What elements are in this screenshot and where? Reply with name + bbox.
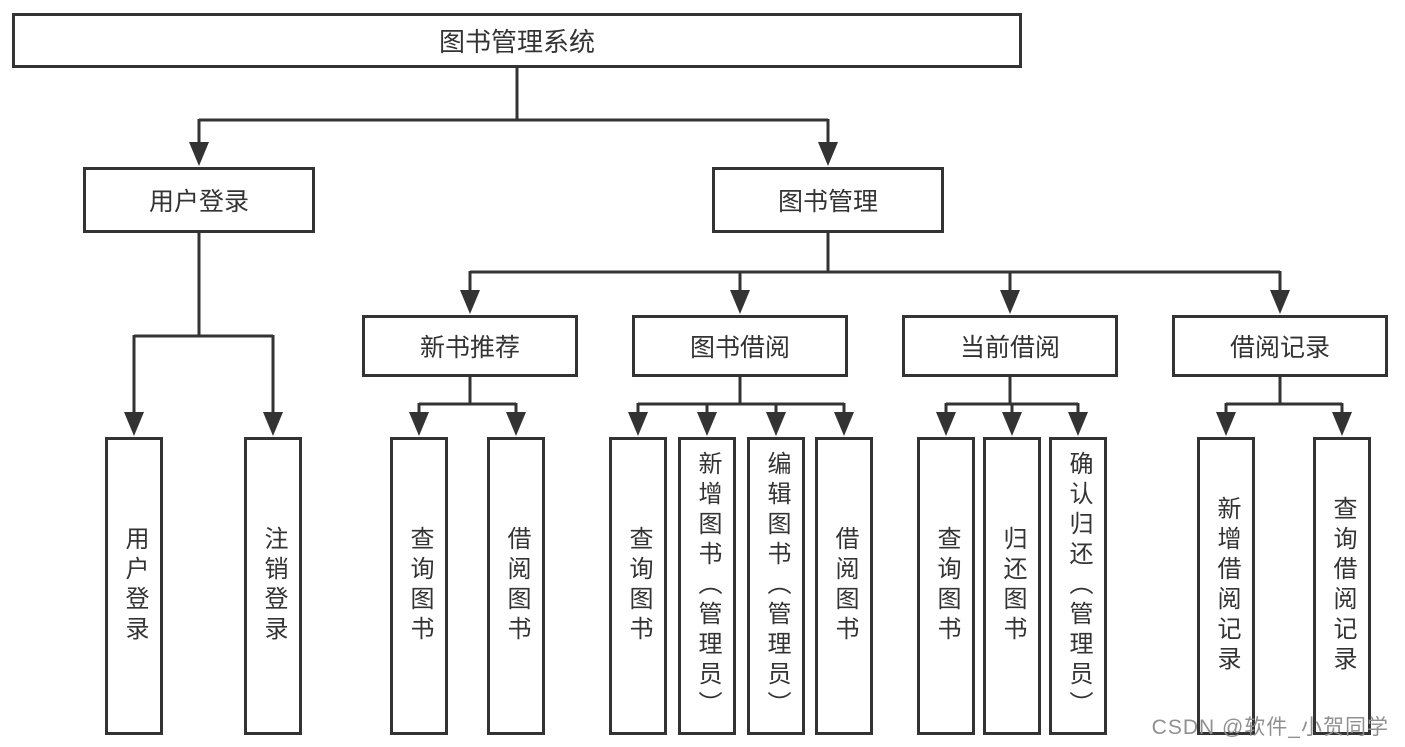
leaf-borrow-books-recommend: 借阅图书 bbox=[487, 437, 545, 735]
leaf-edit-books-admin-label: 编辑图书（管理员） bbox=[763, 451, 790, 721]
leaf-borrow-books-recommend-label: 借阅图书 bbox=[503, 526, 530, 646]
leaf-borrow-books: 借阅图书 bbox=[815, 437, 873, 735]
leaf-borrow-books-label: 借阅图书 bbox=[831, 526, 858, 646]
csdn-watermark: CSDN @软件_小贺同学 bbox=[1151, 716, 1389, 739]
leaf-user-login-label: 用户登录 bbox=[121, 526, 148, 646]
leaf-logout: 注销登录 bbox=[244, 437, 302, 735]
node-book-borrow-label: 图书借阅 bbox=[689, 334, 790, 362]
node-borrow-records-label: 借阅记录 bbox=[1229, 334, 1330, 362]
node-library-system: 图书管理系统 bbox=[12, 13, 1022, 68]
node-book-management: 图书管理 bbox=[712, 167, 944, 233]
node-new-book-recommend-label: 新书推荐 bbox=[419, 334, 520, 362]
leaf-query-books-borrow-label: 查询图书 bbox=[625, 526, 652, 646]
leaf-logout-label: 注销登录 bbox=[260, 526, 287, 646]
leaf-query-books-current-label: 查询图书 bbox=[933, 526, 960, 646]
leaf-add-books-admin-label: 新增图书（管理员） bbox=[694, 451, 721, 721]
leaf-query-borrow-record-label: 查询借阅记录 bbox=[1329, 496, 1356, 676]
node-user-login-label: 用户登录 bbox=[148, 188, 249, 216]
leaf-confirm-return-admin-label: 确认归还（管理员） bbox=[1065, 451, 1092, 721]
node-library-system-label: 图书管理系统 bbox=[438, 27, 595, 57]
leaf-add-borrow-record-label: 新增借阅记录 bbox=[1213, 496, 1240, 676]
leaf-query-books-recommend-label: 查询图书 bbox=[406, 526, 433, 646]
leaf-query-books-recommend: 查询图书 bbox=[390, 437, 448, 735]
leaf-return-books: 归还图书 bbox=[983, 437, 1041, 735]
leaf-query-books-current: 查询图书 bbox=[917, 437, 975, 735]
node-book-borrow: 图书借阅 bbox=[632, 315, 848, 377]
leaf-edit-books-admin: 编辑图书（管理员） bbox=[747, 437, 805, 735]
leaf-query-borrow-record: 查询借阅记录 bbox=[1313, 437, 1371, 735]
leaf-add-borrow-record: 新增借阅记录 bbox=[1197, 437, 1255, 735]
node-current-borrow-label: 当前借阅 bbox=[959, 334, 1060, 362]
node-book-management-label: 图书管理 bbox=[777, 188, 878, 216]
leaf-confirm-return-admin: 确认归还（管理员） bbox=[1049, 437, 1107, 735]
leaf-query-books-borrow: 查询图书 bbox=[609, 437, 667, 735]
node-borrow-records: 借阅记录 bbox=[1172, 315, 1388, 377]
leaf-user-login: 用户登录 bbox=[105, 437, 163, 735]
arrowhead-group bbox=[124, 142, 1352, 436]
leaf-return-books-label: 归还图书 bbox=[999, 526, 1026, 646]
node-current-borrow: 当前借阅 bbox=[902, 315, 1118, 377]
node-new-book-recommend: 新书推荐 bbox=[362, 315, 578, 377]
node-user-login: 用户登录 bbox=[83, 167, 315, 233]
leaf-add-books-admin: 新增图书（管理员） bbox=[678, 437, 736, 735]
